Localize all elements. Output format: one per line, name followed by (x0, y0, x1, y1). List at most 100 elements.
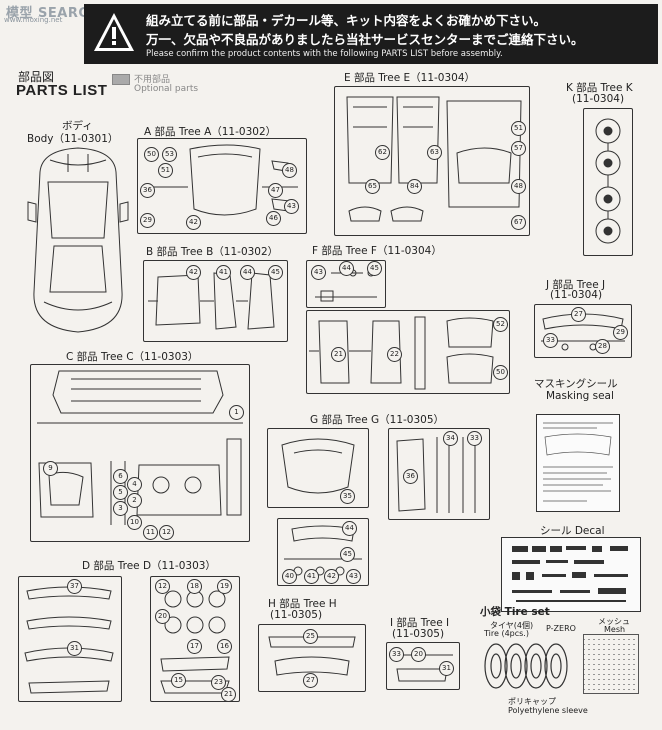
part-number: 35 (340, 489, 355, 504)
watermark-url: www.moxing.net (4, 16, 63, 24)
tree-c: 1 9 6 5 3 4 2 10 11 12 (30, 364, 250, 542)
sleeve-label-jp: ポリキャップ (508, 697, 556, 706)
part-number: 42 (186, 265, 201, 280)
part-number: 67 (511, 215, 526, 230)
watermark-brand: 模型 SEARCH (6, 6, 100, 21)
part-number: 51 (511, 121, 526, 136)
part-number: 31 (67, 641, 82, 656)
part-number: 33 (389, 647, 404, 662)
tire-drawing (484, 643, 568, 689)
part-number: 22 (387, 347, 402, 362)
part-number: 43 (284, 199, 299, 214)
part-number: 16 (217, 639, 232, 654)
part-number: 3 (113, 501, 128, 516)
tire-label-jp: タイヤ(4個) (490, 621, 534, 630)
part-number: 31 (439, 661, 454, 676)
tree-d-left: 37 31 (18, 576, 122, 702)
tree-i-code: (11-0305) (392, 628, 445, 640)
tree-e-label: E 部品 Tree E（11-0304） (344, 72, 476, 84)
part-number: 53 (162, 147, 177, 162)
part-number: 43 (346, 569, 361, 584)
part-number: 41 (216, 265, 231, 280)
part-number: 36 (403, 469, 418, 484)
tree-g-right: 34 36 33 (388, 428, 490, 520)
tree-f-label: F 部品 Tree F（11-0304） (312, 245, 442, 257)
parts-list-title-en: PARTS LIST (16, 82, 108, 99)
tree-j-label: J 部品 Tree J (546, 279, 606, 291)
tree-c-label: C 部品 Tree C（11-0303） (66, 351, 199, 363)
part-number: 27 (303, 673, 318, 688)
part-number: 84 (407, 179, 422, 194)
sleeve-label-en: Polyethylene sleeve (508, 706, 588, 715)
part-number: 5 (113, 485, 128, 500)
part-number: 19 (217, 579, 232, 594)
masking-seal-sheet (536, 414, 620, 512)
part-number: 36 (140, 183, 155, 198)
part-number: 6 (113, 469, 128, 484)
legend-en: Optional parts (134, 84, 199, 94)
tree-h-code: (11-0305) (270, 609, 323, 621)
part-number: 50 (493, 365, 508, 380)
tree-a: 50 53 51 36 47 48 29 42 46 43 (137, 138, 307, 234)
mesh-label-jp: メッシュ (598, 617, 630, 626)
part-number: 45 (340, 547, 355, 562)
tree-k (583, 108, 633, 256)
tree-f-bottom: 52 50 21 22 (306, 310, 510, 394)
part-number: 27 (571, 307, 586, 322)
masking-label-en: Masking seal (546, 390, 614, 402)
part-number: 33 (467, 431, 482, 446)
part-number: 51 (158, 163, 173, 178)
tree-i: 33 20 31 (386, 642, 460, 690)
part-number: 25 (303, 629, 318, 644)
tree-j: 27 33 28 29 (534, 304, 632, 358)
warning-en-line: Please confirm the product contents with… (146, 49, 503, 59)
part-number: 29 (140, 213, 155, 228)
part-number: 12 (155, 579, 170, 594)
part-number: 29 (613, 325, 628, 340)
tree-g-label: G 部品 Tree G（11-0305） (310, 414, 445, 426)
part-number: 15 (171, 673, 186, 688)
tree-h-label: H 部品 Tree H (268, 598, 337, 610)
part-number: 23 (211, 675, 226, 690)
body-drawing (27, 147, 129, 333)
part-number: 63 (427, 145, 442, 160)
part-number: 17 (187, 639, 202, 654)
tree-g-left: 35 (267, 428, 369, 508)
part-number: 44 (339, 261, 354, 276)
part-number: 21 (221, 687, 236, 702)
part-number: 62 (375, 145, 390, 160)
parts-list-title-jp: 部品図 (18, 70, 55, 84)
optional-parts-swatch (112, 74, 130, 85)
warning-jp-line1: 組み立てる前に部品・デカール等、キット内容をよくお確かめ下さい。 (146, 13, 547, 28)
part-number: 10 (127, 515, 142, 530)
part-number: 42 (186, 215, 201, 230)
part-number: 28 (595, 339, 610, 354)
tree-d-right: 12 18 19 20 17 16 15 23 21 (150, 576, 240, 702)
part-number: 2 (127, 493, 142, 508)
part-number: 41 (304, 569, 319, 584)
part-number: 33 (543, 333, 558, 348)
tire-set-title: 小袋 Tire set (480, 606, 550, 618)
tree-f-top: 43 44 45 (306, 260, 386, 308)
part-number: 43 (311, 265, 326, 280)
part-number: 40 (282, 569, 297, 584)
tree-a-label: A 部品 Tree A（11-0302） (144, 126, 277, 138)
part-number: 34 (443, 431, 458, 446)
body-label-jp: ボディ (62, 120, 93, 132)
part-number: 45 (268, 265, 283, 280)
tree-g-bottom: 44 45 40 41 42 43 (277, 518, 369, 586)
part-number: 44 (240, 265, 255, 280)
part-number: 45 (367, 261, 382, 276)
part-number: 18 (187, 579, 202, 594)
part-number: 52 (493, 317, 508, 332)
masking-label-jp: マスキングシール (534, 378, 618, 390)
tree-k-label: K 部品 Tree K (566, 82, 633, 94)
legend-jp: 不用部品 (134, 75, 171, 85)
tree-b: 42 41 44 45 (143, 260, 288, 342)
part-number: 48 (282, 163, 297, 178)
warning-jp-line2: 万一、欠品や不良品がありましたら当社サービスセンターまでご連絡下さい。 (146, 32, 584, 47)
part-number: 42 (324, 569, 339, 584)
tree-k-code: (11-0304) (572, 93, 625, 105)
tree-d-label: D 部品 Tree D（11-0303） (82, 560, 216, 572)
decal-label: シール Decal (540, 525, 605, 537)
